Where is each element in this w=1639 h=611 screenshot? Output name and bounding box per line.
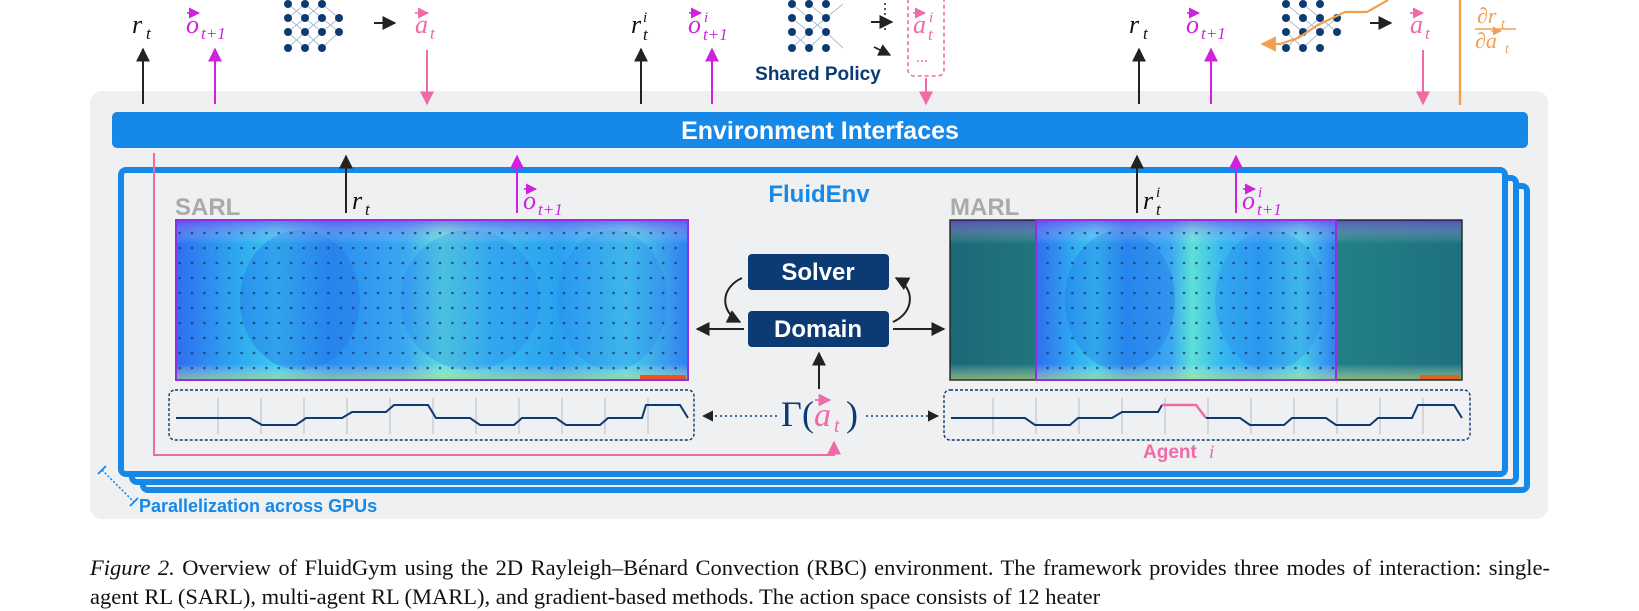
gamma-arg: a — [814, 397, 831, 434]
top-grad-action: a — [1410, 10, 1423, 39]
top-grad-reward: r — [1129, 10, 1140, 39]
domain-label: Domain — [774, 316, 862, 343]
grad-denominator: ∂a — [1475, 28, 1497, 53]
sarl-reward-sub: t — [365, 200, 371, 219]
domain-box — [748, 311, 889, 347]
top-to-interface-arrows — [136, 0, 1462, 106]
top-marl-obs: o — [688, 10, 701, 39]
solver-to-domain-arrow — [724, 277, 743, 323]
gamma-open-paren: ( — [802, 394, 814, 434]
sarl-temperature-field — [175, 219, 689, 381]
marl-obs: o — [1242, 186, 1255, 215]
top-grad-obs: o — [1186, 10, 1199, 39]
agent-var: i — [1209, 442, 1214, 463]
sarl-heater-ticks — [217, 398, 649, 434]
marl-temperature-field — [949, 219, 1463, 381]
top-marl-action-sub: t — [928, 25, 934, 44]
marl-obs-sup: i — [1258, 185, 1262, 201]
action-stack-box — [907, 0, 945, 77]
gamma-symbol: Γ — [781, 394, 802, 434]
top-sarl-reward: r — [132, 10, 143, 39]
marl-heater-ticks — [992, 398, 1424, 434]
gradient-backprop-arrow — [1260, 0, 1389, 52]
figure-caption: Figure 2. Overview of FluidGym using the… — [90, 553, 1550, 611]
marl-label: MARL — [950, 194, 1019, 221]
top-marl-obs-sup: i — [704, 10, 708, 26]
shared-policy-label: Shared Policy — [755, 64, 881, 85]
top-marl-action-sup: i — [929, 10, 933, 26]
top-sarl-reward-sub: t — [146, 24, 152, 43]
marl-reward-sup: i — [1156, 185, 1160, 201]
top-marl-action: a — [913, 10, 926, 39]
sarl-action-path — [153, 153, 841, 456]
sarl-obs-sub: t+1 — [538, 200, 563, 219]
gamma-close-paren: ) — [846, 394, 858, 434]
domain-to-solver-arrow — [892, 277, 911, 323]
environment-interfaces-bar — [112, 112, 1528, 148]
grad-numerator-sub: t — [1501, 17, 1506, 32]
top-row: r t o t+1 a t r i t o i t+1 — [132, 0, 1516, 85]
agent-label: Agent — [1143, 442, 1198, 463]
neural-network-icon — [788, 0, 844, 52]
environment-interfaces-label: Environment Interfaces — [681, 117, 959, 145]
top-grad-action-sub: t — [1425, 24, 1431, 43]
top-marl-reward-sup: i — [643, 10, 647, 26]
top-sarl-obs: o — [186, 10, 199, 39]
solver-label: Solver — [781, 259, 854, 286]
top-sarl-action-sub: t — [430, 24, 436, 43]
marl-heater-signal-right — [1206, 404, 1463, 426]
parallel-dim-line — [101, 469, 135, 503]
marl-heater-box — [943, 389, 1471, 441]
agent-heater-segment — [1162, 403, 1207, 419]
top-sarl-obs-sub: t+1 — [201, 24, 226, 43]
top-marl-obs-sub: t+1 — [703, 25, 728, 44]
grad-numerator: ∂r — [1477, 3, 1497, 28]
sarl-obs: o — [523, 186, 536, 215]
sarl-reward: r — [352, 186, 363, 215]
marl-obs-sub: t+1 — [1257, 200, 1282, 219]
parallelization-label: Parallelization across GPUs — [139, 496, 377, 516]
sarl-label: SARL — [175, 194, 240, 221]
neural-network-icon — [1282, 0, 1341, 52]
fluidenv-label: FluidEnv — [768, 181, 870, 208]
neural-network-icon — [284, 0, 343, 52]
solver-box — [748, 254, 889, 290]
sarl-heater-signal — [176, 404, 689, 426]
marl-reward: r — [1143, 186, 1154, 215]
top-marl-reward: r — [631, 10, 642, 39]
grad-denominator-sub: t — [1505, 42, 1510, 57]
top-grad-reward-sub: t — [1143, 24, 1149, 43]
top-grad-obs-sub: t+1 — [1201, 24, 1226, 43]
top-marl-reward-sub: t — [643, 25, 649, 44]
sarl-heater-box — [168, 389, 695, 441]
caption-figure-label: Figure 2. — [90, 555, 175, 580]
top-sarl-action: a — [415, 10, 428, 39]
marl-heater-signal — [951, 404, 1163, 426]
gamma-arg-sub: t — [834, 415, 840, 437]
top-marl-ellipsis: ... — [916, 49, 928, 66]
caption-text: Overview of FluidGym using the 2D Raylei… — [90, 555, 1551, 609]
marl-reward-sub: t — [1156, 200, 1162, 219]
